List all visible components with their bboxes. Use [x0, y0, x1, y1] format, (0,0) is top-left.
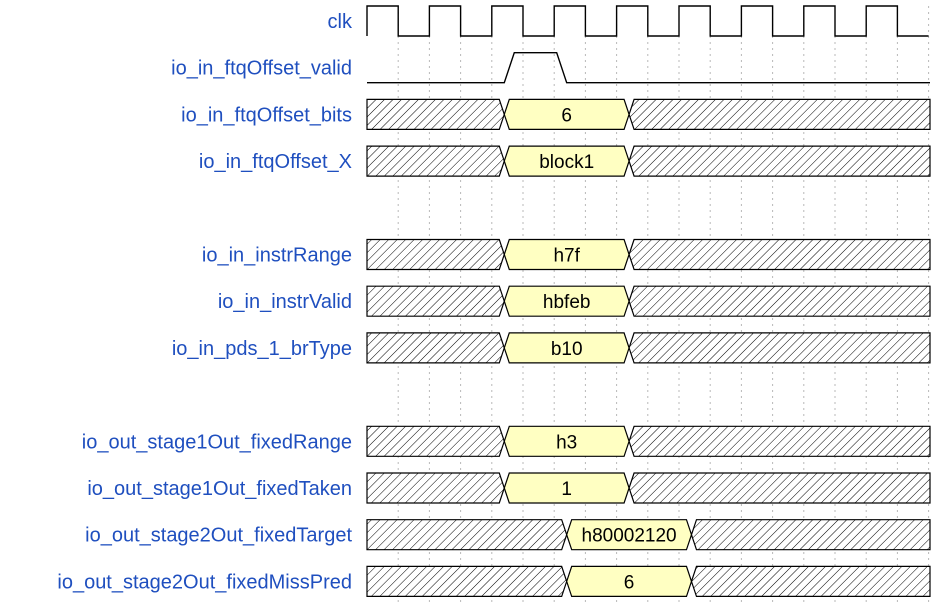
bus-value-label: h7f [553, 246, 580, 267]
bus-unknown-segment [628, 472, 931, 504]
bus-value-label: 6 [561, 105, 572, 126]
bus-unknown-segment [366, 238, 505, 271]
signal-row: io_in_ftqOffset_valid [171, 52, 930, 84]
signal-row: io_out_stage2Out_fixedTarget h80002120 [85, 519, 931, 551]
signal-label: io_out_stage2Out_fixedMissPred [57, 571, 352, 593]
signal-label: io_in_instrRange [202, 245, 352, 267]
bus-unknown-segment [628, 98, 931, 130]
bus-unknown-segment [366, 565, 568, 597]
bus-value-label: h80002120 [582, 526, 677, 547]
bus-unknown-segment [690, 519, 931, 551]
bus-value-label: hbfeb [543, 292, 591, 313]
bus-unknown-segment [628, 238, 931, 271]
signal-label: io_out_stage1Out_fixedTaken [87, 478, 352, 500]
bus-unknown-segment [366, 332, 505, 364]
clock-wave [366, 5, 929, 37]
signal-label: io_in_pds_1_brType [172, 338, 352, 360]
signal-row: io_in_pds_1_brType b10 [172, 332, 931, 364]
signal-label: io_in_instrValid [218, 291, 352, 313]
signal-row: io_in_ftqOffset_X block1 [199, 145, 931, 177]
signal-label: io_in_ftqOffset_bits [181, 104, 352, 126]
signal-label: io_in_ftqOffset_X [199, 151, 352, 173]
signal-label: io_out_stage2Out_fixedTarget [85, 525, 352, 547]
bus-unknown-segment [366, 472, 505, 504]
signal-label: io_out_stage1Out_fixedRange [82, 431, 352, 453]
signal-row: io_in_instrRange h7f [202, 238, 931, 271]
bus-unknown-segment [628, 332, 931, 364]
bus-unknown-segment [366, 98, 505, 130]
bit-wave [367, 52, 930, 84]
signal-rows: clk io_in_ftqOffset_valid io_in_ftqOffset_… [57, 5, 931, 597]
signal-row: io_out_stage2Out_fixedMissPred 6 [57, 565, 931, 597]
signal-row: io_out_stage1Out_fixedRange h3 [82, 425, 931, 457]
signal-label: clk [328, 11, 353, 33]
signal-label: io_in_ftqOffset_valid [171, 58, 352, 80]
bus-value-label: 1 [561, 479, 572, 500]
bus-value-label: 6 [624, 572, 635, 593]
bus-value-label: block1 [539, 152, 594, 173]
bus-unknown-segment [366, 285, 505, 317]
bus-value-label: h3 [556, 432, 577, 453]
signal-row: io_out_stage1Out_fixedTaken 1 [87, 472, 931, 504]
signal-row: io_in_instrValid hbfeb [218, 285, 931, 317]
signal-row: clk [328, 5, 929, 37]
bus-unknown-segment [690, 565, 931, 597]
bus-unknown-segment [366, 425, 505, 457]
bus-unknown-segment [628, 285, 931, 317]
bus-value-label: b10 [551, 339, 583, 360]
bus-unknown-segment [366, 145, 505, 177]
bus-unknown-segment [628, 425, 931, 457]
bus-unknown-segment [366, 519, 568, 551]
bus-unknown-segment [628, 145, 931, 177]
signal-row: io_in_ftqOffset_bits 6 [181, 98, 931, 130]
